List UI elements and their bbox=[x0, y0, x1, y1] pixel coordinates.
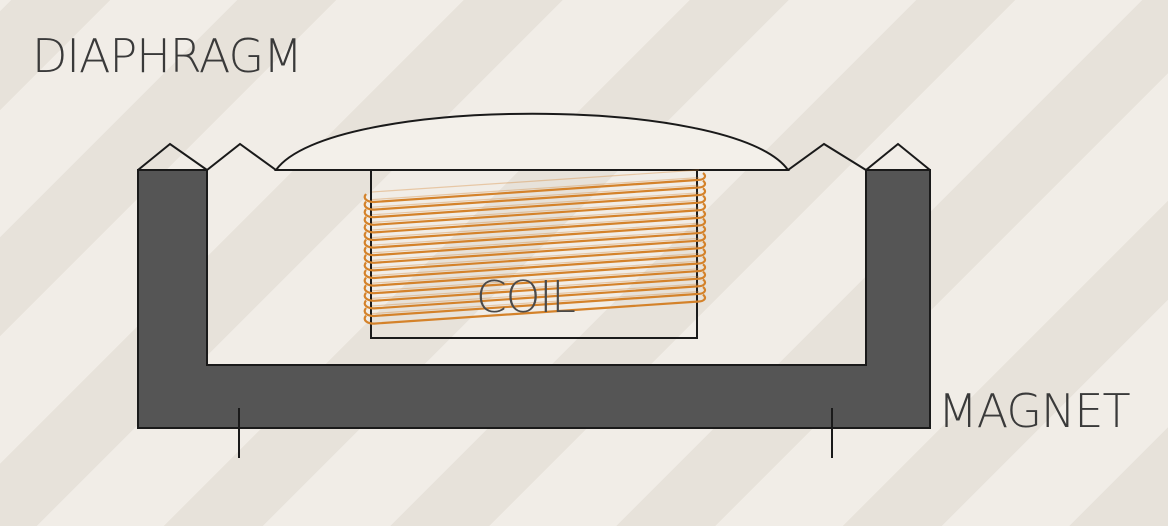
coil-winding bbox=[363, 210, 707, 242]
coil-winding bbox=[363, 278, 707, 310]
coil-winding bbox=[363, 172, 707, 204]
coil-label: COIL bbox=[476, 272, 576, 323]
coil-winding bbox=[363, 293, 707, 325]
coil-winding bbox=[363, 194, 707, 226]
coil-winding-back bbox=[371, 260, 700, 284]
coil-winding-back bbox=[371, 177, 700, 201]
coil-winding-back bbox=[371, 222, 700, 246]
diaphragm-dome bbox=[274, 112, 790, 171]
coil-winding bbox=[363, 248, 707, 280]
magnet-label: MAGNET bbox=[938, 384, 1131, 438]
coil-winding bbox=[363, 255, 707, 287]
coil-winding-back bbox=[371, 283, 700, 307]
coil-winding-back bbox=[371, 169, 700, 193]
coil-winding bbox=[363, 202, 707, 234]
coil-winding-back bbox=[371, 275, 700, 299]
coil-winding bbox=[363, 179, 707, 211]
coil-winding-back bbox=[371, 215, 700, 239]
coil-winding-back bbox=[371, 253, 700, 277]
diaphragm-label: DIAPHRAGM bbox=[32, 29, 303, 83]
coil-winding-back bbox=[371, 268, 700, 292]
coil-windings bbox=[363, 169, 707, 325]
coil-winding bbox=[363, 225, 707, 257]
coil-winding bbox=[363, 217, 707, 249]
coil-winding-back bbox=[371, 192, 700, 216]
coil-winding-back bbox=[371, 291, 700, 315]
coil-winding-back bbox=[371, 230, 700, 254]
coil-winding-back bbox=[371, 207, 700, 231]
coil-winding bbox=[363, 187, 707, 219]
coil-winding-back bbox=[371, 237, 700, 261]
coil-winding-back bbox=[371, 199, 700, 223]
coil-winding bbox=[363, 286, 707, 318]
coil-winding bbox=[363, 232, 707, 264]
coil-winding-back bbox=[371, 245, 700, 269]
coil-winding-back bbox=[371, 184, 700, 208]
coil-winding bbox=[363, 263, 707, 295]
coil-winding bbox=[363, 240, 707, 272]
coil-winding bbox=[363, 270, 707, 302]
